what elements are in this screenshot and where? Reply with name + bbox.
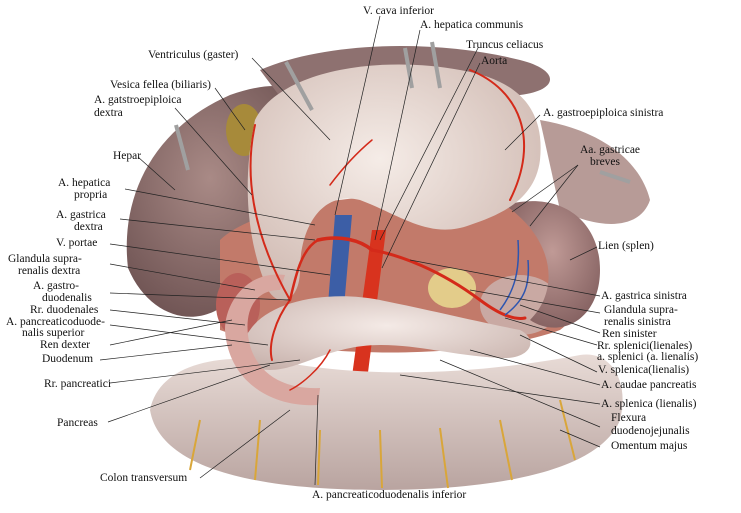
- label-v-cava-inferior: V. cava inferior: [363, 5, 434, 17]
- label-rr-splenici-1: Rr. splenici(lienales): [597, 340, 693, 352]
- label-pancreas: Pancreas: [57, 417, 98, 429]
- colon-shape: [150, 354, 623, 490]
- spleen-shape: [505, 201, 600, 328]
- label-a-gastroepiploica-sinistra: A. gastroepiploica sinistra: [543, 107, 664, 119]
- label-flexura-1: Flexura: [611, 412, 647, 424]
- label-a-hepatica-propria-2: propria: [74, 189, 108, 201]
- label-a-splenica: A. splenica (lienalis): [601, 398, 697, 410]
- label-vesica-fellea: Vesica fellea (biliaris): [110, 79, 211, 91]
- stomach-shape: [247, 64, 541, 301]
- label-truncus-celiacus: Truncus celiacus: [466, 39, 544, 51]
- label-rr-splenici-2: a. splenici (a. lienalis): [597, 351, 699, 363]
- label-a-hepatica-propria-1: A. hepatica: [58, 177, 111, 189]
- label-a-pancreaticoduodenalis-superior-1: A. pancreaticoduode-: [6, 316, 105, 328]
- left-adrenal-shape: [428, 268, 476, 308]
- pancreas-shape: [243, 296, 531, 370]
- label-duodenum: Duodenum: [42, 353, 94, 365]
- label-a-gastrica-sinistra: A. gastrica sinistra: [601, 290, 687, 302]
- leader-lines: [99, 15, 601, 486]
- label-a-caudae-pancreatis: A. caudae pancreatis: [601, 379, 697, 391]
- retractor-hooks: [174, 41, 631, 184]
- label-colon-transversum: Colon transversum: [100, 472, 188, 484]
- arteries: [249, 69, 527, 391]
- label-a-gastroduodenalis-1: A. gastro-: [33, 280, 79, 292]
- label-a-hepatica-communis: A. hepatica communis: [420, 19, 524, 31]
- label-aa-gastricae-breves-1: Aa. gastricae: [580, 144, 641, 156]
- label-hepar: Hepar: [113, 150, 142, 162]
- label-a-pancreaticoduodenalis-superior-2: nalis superior: [22, 327, 85, 339]
- label-glandula-suprarenalis-sinistra-2: renalis sinistra: [604, 316, 671, 328]
- label-flexura-2: duodenojejunalis: [611, 425, 690, 437]
- label-lien: Lien (splen): [598, 240, 654, 252]
- label-a-gastroepiploica-dextra-2: dextra: [94, 107, 123, 119]
- label-omentum-majus: Omentum majus: [611, 440, 688, 452]
- splenic-vein-branches: [499, 239, 530, 316]
- label-glandula-suprarenalis-sinistra-1: Glandula supra-: [604, 304, 678, 316]
- label-glandula-suprarenalis-dextra-1: Glandula supra-: [8, 253, 82, 265]
- label-aa-gastricae-breves-2: breves: [590, 156, 621, 168]
- label-a-gastrica-dextra-2: dextra: [74, 221, 103, 233]
- label-v-splenica: V. splenica(lienalis): [598, 364, 690, 376]
- label-a-gastrica-dextra-1: A. gastrica: [56, 209, 106, 221]
- label-ventriculus: Ventriculus (gaster): [148, 49, 239, 61]
- omentum-vessels: [189, 399, 576, 489]
- label-a-pancreaticoduodenalis-inferior: A. pancreaticoduodenalis inferior: [312, 489, 467, 501]
- label-rr-pancreatici: Rr. pancreatici: [44, 378, 112, 390]
- diaphragm-right: [540, 120, 650, 224]
- label-rr-duodenales: Rr. duodenales: [30, 304, 99, 316]
- label-ren-dexter: Ren dexter: [40, 339, 91, 351]
- label-glandula-suprarenalis-dextra-2: renalis dextra: [18, 265, 81, 277]
- label-aorta: Aorta: [481, 55, 508, 67]
- label-ren-sinister: Ren sinister: [602, 328, 657, 340]
- label-a-gastroepiploica-dextra-1: A. gatstroepiploica: [94, 94, 182, 106]
- label-v-portae: V. portae: [56, 237, 98, 249]
- label-a-gastroduodenalis-2: duodenalis: [42, 292, 92, 304]
